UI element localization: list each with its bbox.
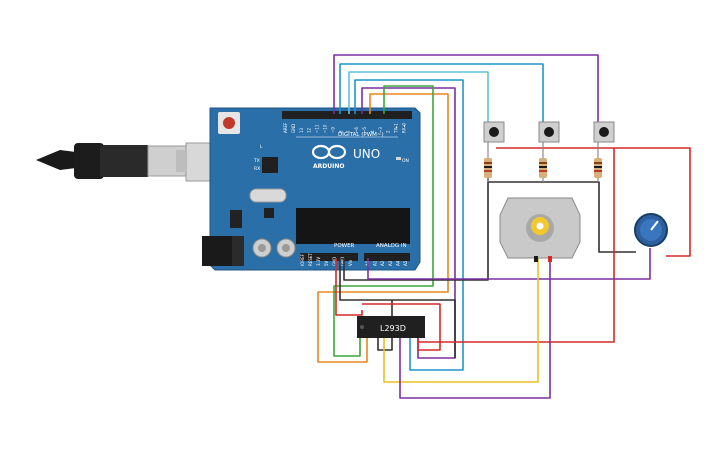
pin-label: GND [291, 124, 296, 133]
analog-header[interactable] [364, 253, 410, 261]
analog-section-label: ANALOG IN [376, 243, 407, 249]
pin-label: ~6 [354, 127, 359, 133]
push-button-2[interactable] [538, 121, 560, 143]
pin-label: A3 [388, 260, 393, 266]
arduino-board[interactable]: UNO ARDUINO DIGITAL (PWM~) POWER ANALOG … [202, 107, 421, 271]
crystal [249, 188, 287, 203]
resistor[interactable] [484, 158, 492, 178]
potentiometer[interactable] [634, 213, 668, 247]
wire-purple-chip[interactable] [361, 87, 456, 359]
pin-label: TX▸1 [394, 123, 399, 134]
driver-chip-label: L293D [380, 324, 406, 333]
power-header[interactable] [300, 253, 358, 261]
pin-label: ~5 [362, 127, 367, 133]
resistor[interactable] [594, 158, 602, 178]
wire-red-5v[interactable] [335, 258, 363, 316]
board-model-label: UNO [353, 147, 380, 161]
pin-label: AREF [283, 122, 288, 133]
gear-icon [531, 217, 549, 235]
wire-orange[interactable] [317, 93, 449, 363]
pin-label: 2 [386, 130, 391, 133]
pin-label: 3.3V [316, 257, 321, 266]
wires [317, 54, 691, 399]
pin-label: 5V [324, 260, 329, 266]
pin-label: Vin [348, 259, 353, 266]
push-button-1[interactable] [483, 121, 505, 143]
pin-label: RESET [308, 253, 313, 266]
pin-label: A4 [395, 260, 400, 266]
pin-label: 8 [338, 130, 343, 133]
board-brand-label: ARDUINO [313, 163, 344, 170]
arduino-logo-icon [311, 144, 347, 160]
wire-lightblue-top[interactable] [348, 71, 489, 125]
pin-label: A2 [380, 260, 385, 266]
l-led-label: L [260, 144, 263, 150]
push-button-3[interactable] [593, 121, 615, 143]
wire-purple-motor[interactable] [399, 258, 551, 399]
wire-blue-chip[interactable] [354, 79, 464, 371]
pin-label: ~11 [315, 124, 320, 133]
on-led-label: ON [402, 158, 409, 164]
motor-driver-chip[interactable]: L293D [357, 316, 425, 338]
pin-label: GND [332, 257, 337, 266]
wire-purple-top[interactable] [333, 54, 599, 125]
pin-label: 7 [346, 130, 351, 133]
digital-section-label: DIGITAL (PWM~) [338, 132, 384, 138]
dc-motor[interactable] [499, 197, 581, 262]
wire-purple-a0[interactable] [367, 248, 651, 280]
power-section-label: POWER [334, 243, 355, 249]
pin-label: A1 [373, 260, 378, 266]
pin-label: 12 [307, 127, 312, 133]
pin-label: ~9 [330, 127, 335, 133]
wire-black-chip[interactable] [339, 258, 456, 358]
wire-blue-top[interactable] [339, 63, 544, 125]
pin-label: GND [340, 257, 345, 266]
atmega-chip [296, 208, 410, 244]
wire-yellow-motor[interactable] [383, 258, 539, 383]
pin-label: ~3 [378, 127, 383, 133]
resistor[interactable] [539, 158, 547, 178]
pin-label: RX◂0 [402, 122, 407, 133]
rx-led-label: RX [254, 166, 260, 172]
pin-label: IOREF [300, 253, 305, 266]
pin-label: ~10 [323, 124, 328, 133]
tx-led-label: TX [253, 158, 260, 164]
wire-red-buttons[interactable] [496, 147, 691, 257]
digital-header[interactable] [282, 111, 412, 119]
pin-label: 4 [370, 130, 375, 133]
pin-label: 13 [299, 127, 304, 133]
wire-green[interactable] [333, 85, 434, 357]
pin-label: A5 [403, 260, 408, 266]
